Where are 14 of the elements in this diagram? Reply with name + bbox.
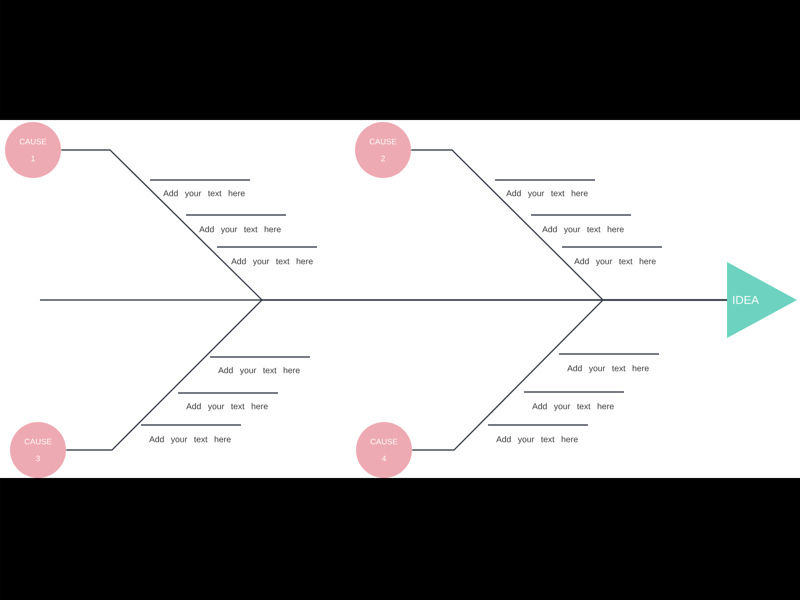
placeholder-text: Add your text here xyxy=(567,365,649,373)
idea-triangle: IDEA xyxy=(727,262,797,338)
placeholder-text: Add your text here xyxy=(542,226,624,234)
placeholder-text: Add your text here xyxy=(574,258,656,266)
fishbone-line xyxy=(40,299,727,301)
placeholder-text: Add your text here xyxy=(231,258,313,266)
placeholder-text: Add your text here xyxy=(149,436,231,444)
placeholder-text: Add your text here xyxy=(199,226,281,234)
placeholder-text: Add your text here xyxy=(186,403,268,411)
placeholder-text: Add your text here xyxy=(506,190,588,198)
placeholder-text: Add your text here xyxy=(496,436,578,444)
placeholder-text: Add your text here xyxy=(532,403,614,411)
placeholder-text: Add your text here xyxy=(163,190,245,198)
placeholder-text: Add your text here xyxy=(218,367,300,375)
